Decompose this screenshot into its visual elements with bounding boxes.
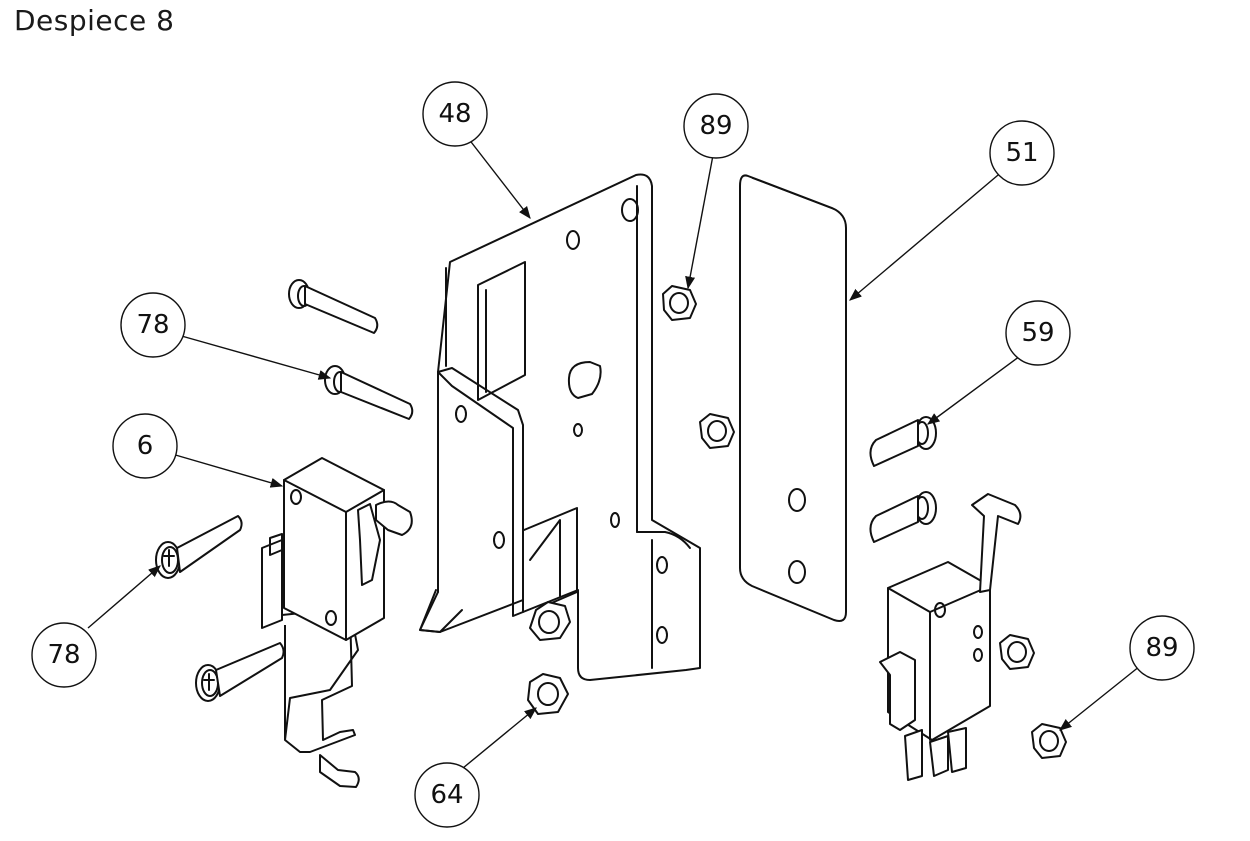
gasket-plate-part xyxy=(739,174,847,622)
balloon-6: 6 xyxy=(112,413,178,479)
bracket-plate-part xyxy=(419,173,701,681)
nut-right-switch xyxy=(999,634,1035,670)
drawing-title: Despiece 8 xyxy=(14,4,175,37)
balloon-label: 51 xyxy=(1005,138,1038,168)
balloon-label: 78 xyxy=(136,310,169,340)
nut-center-lower xyxy=(527,673,569,715)
leader-lines xyxy=(87,137,1141,769)
balloon-51: 51 xyxy=(989,120,1055,186)
balloon-59: 59 xyxy=(1005,300,1071,366)
balloon-label: 48 xyxy=(438,99,471,129)
nut-top xyxy=(662,285,697,321)
balloon-89-bottom: 89 xyxy=(1129,615,1195,681)
balloon-label: 6 xyxy=(137,431,154,461)
screw-upper-2 xyxy=(324,365,414,420)
balloon-48: 48 xyxy=(422,81,488,147)
balloon-78-upper: 78 xyxy=(120,292,186,358)
balloon-label: 64 xyxy=(430,780,463,810)
screw-short-lower xyxy=(869,491,937,543)
screw-short-upper xyxy=(869,416,937,467)
balloon-64: 64 xyxy=(414,762,480,828)
microswitch-left-part xyxy=(155,457,413,788)
balloon-78-lower: 78 xyxy=(31,622,97,688)
balloon-label: 89 xyxy=(1145,633,1178,663)
nut-far-right xyxy=(1031,723,1067,759)
screw-upper-1 xyxy=(288,279,379,334)
balloon-label: 89 xyxy=(699,111,732,141)
nut-center-upper xyxy=(529,601,571,641)
balloon-label: 78 xyxy=(47,640,80,670)
balloon-label: 59 xyxy=(1021,318,1054,348)
microswitch-right-part xyxy=(879,493,1022,781)
nut-middle xyxy=(699,413,735,449)
balloon-89-top: 89 xyxy=(683,93,749,159)
